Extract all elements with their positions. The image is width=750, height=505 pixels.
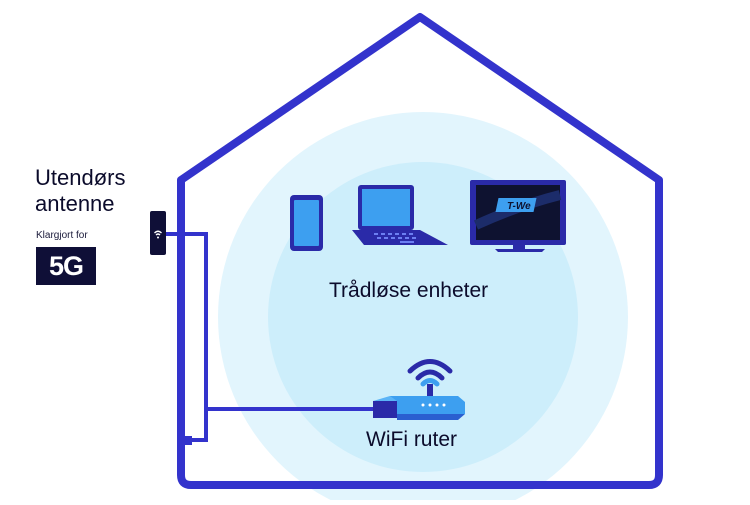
5g-badge: 5G — [36, 247, 96, 285]
router-label: WiFi ruter — [366, 428, 457, 451]
house-outline — [177, 13, 663, 489]
5g-badge-caption: Klargjort for — [36, 230, 88, 241]
wireless-devices-label: Trådløse enheter — [329, 279, 489, 302]
antenna-title-line1: Utendørs — [35, 165, 126, 190]
wall-socket — [184, 436, 192, 445]
tablet-icon — [290, 195, 323, 251]
wifi-icon — [154, 230, 162, 236]
antenna-unit — [150, 211, 166, 255]
antenna-title: Utendørs antenne — [35, 165, 125, 217]
antenna-cable — [163, 232, 375, 442]
antenna-title-line2: antenne — [35, 191, 115, 216]
laptop-icon — [352, 185, 448, 245]
router-icon — [373, 359, 465, 420]
tv-logo-text: T-We — [507, 201, 531, 212]
tv-icon: T-We — [470, 180, 566, 252]
